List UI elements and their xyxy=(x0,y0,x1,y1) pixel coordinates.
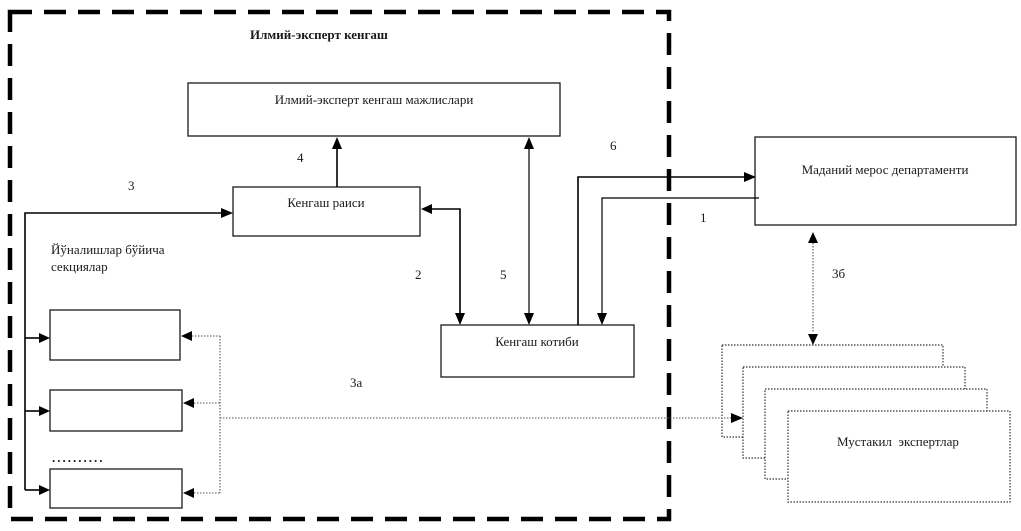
council-sessions-box[interactable] xyxy=(187,82,561,137)
edge-4 xyxy=(332,137,342,187)
arrowhead-icon xyxy=(744,172,756,182)
section-box-3[interactable] xyxy=(49,468,183,509)
independent-experts-box[interactable] xyxy=(787,410,1011,503)
edge-label-4: 4 xyxy=(297,150,304,165)
arrowhead-icon xyxy=(421,204,432,214)
edge-2 xyxy=(421,204,465,325)
sections-label-line2: секциялар xyxy=(51,259,108,274)
sections-ellipsis: .......... xyxy=(52,450,105,465)
independent-experts-label: Мустакил экспертлар xyxy=(837,434,959,449)
edge-3b xyxy=(808,232,818,345)
arrowhead-icon xyxy=(731,413,743,423)
arrowhead-icon xyxy=(183,398,194,408)
arrowhead-icon xyxy=(39,485,50,495)
edge-label-6: 6 xyxy=(610,138,617,153)
council-chairman-label: Кенгаш раиси xyxy=(287,195,364,210)
edge-5 xyxy=(524,137,534,325)
arrowhead-icon xyxy=(181,331,192,341)
arrowhead-icon xyxy=(39,333,50,343)
arrowhead-icon xyxy=(597,313,607,325)
edge-label-2: 2 xyxy=(415,267,422,282)
section-box-2[interactable] xyxy=(49,389,183,432)
heritage-department-label: Маданий мерос департаменти xyxy=(802,162,969,177)
edge-label-1: 1 xyxy=(700,210,707,225)
council-boundary xyxy=(7,9,672,522)
arrowhead-icon xyxy=(808,232,818,243)
section-box-1[interactable] xyxy=(49,309,181,361)
heritage-department-box[interactable] xyxy=(754,136,1017,226)
council-secretary-label: Кенгаш котиби xyxy=(495,334,579,349)
arrowhead-icon xyxy=(183,488,194,498)
edge-label-3: 3 xyxy=(128,178,135,193)
council-secretary-box[interactable] xyxy=(440,324,635,378)
sections-label-line1: Йўналишлар бўйича xyxy=(51,242,165,257)
edge-label-3b: 3б xyxy=(832,266,846,281)
council-sessions-label: Илмий-эксперт кенгаш мажлислари xyxy=(275,92,474,107)
edge-label-3a: 3а xyxy=(350,375,363,390)
arrowhead-icon xyxy=(455,313,465,325)
arrowhead-icon xyxy=(332,137,342,149)
arrowhead-icon xyxy=(524,137,534,149)
arrowhead-icon xyxy=(524,313,534,325)
edge-label-5: 5 xyxy=(500,267,507,282)
edge-6 xyxy=(577,172,756,325)
arrowhead-icon xyxy=(39,406,50,416)
council-chairman-box[interactable] xyxy=(232,186,421,237)
arrowhead-icon xyxy=(221,208,233,218)
council-group-title: Илмий-эксперт кенгаш xyxy=(250,27,388,42)
arrowhead-icon xyxy=(808,334,818,345)
edge-3a xyxy=(181,331,743,498)
edge-3 xyxy=(24,208,233,495)
edge-1 xyxy=(597,197,759,325)
